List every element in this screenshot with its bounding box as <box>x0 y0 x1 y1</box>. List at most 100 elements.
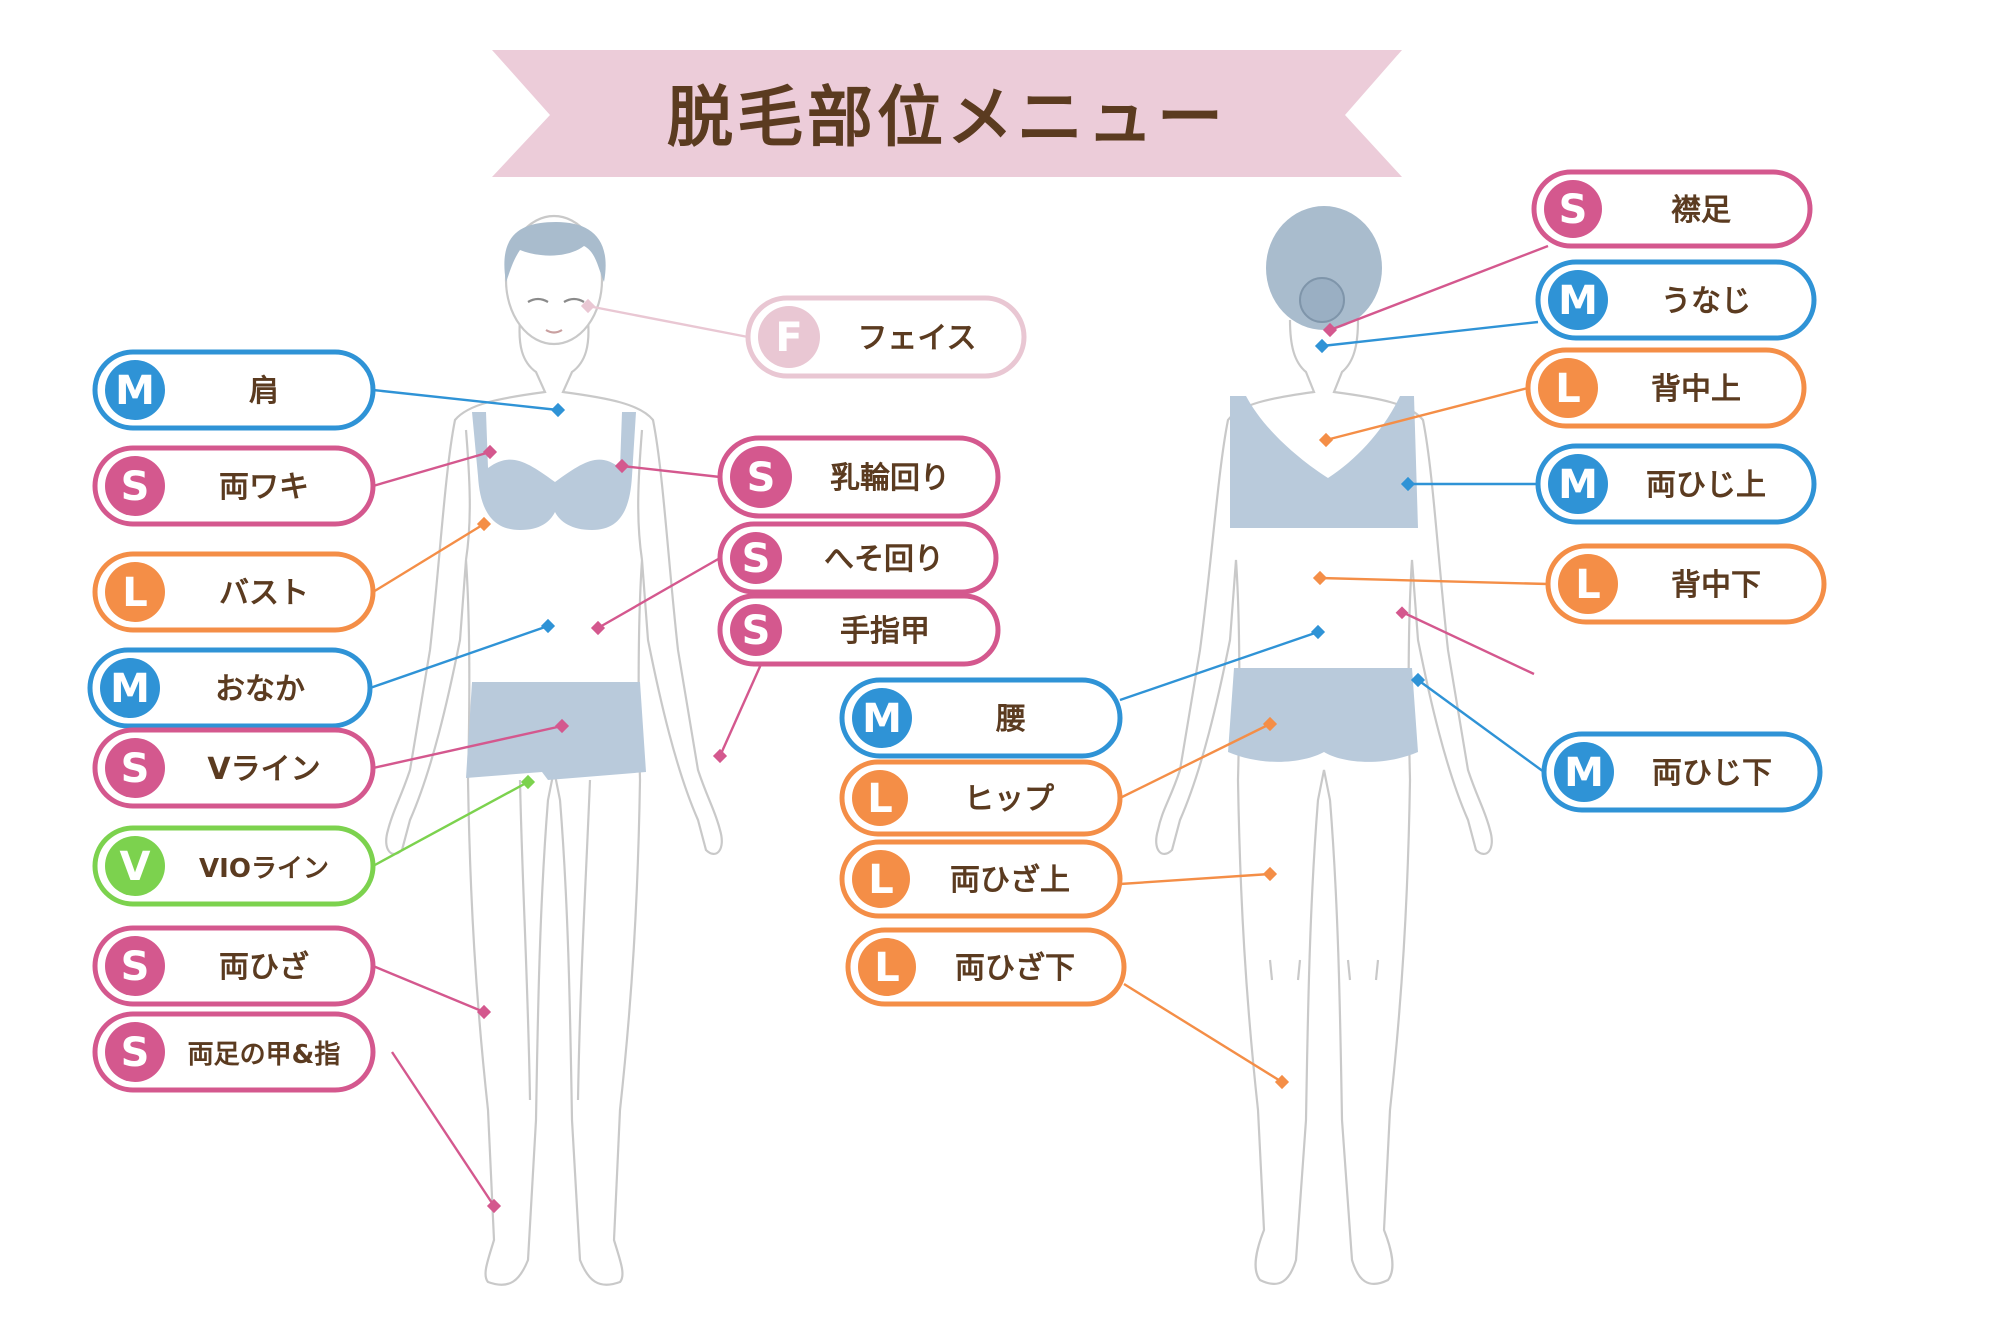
connector-dot <box>550 402 566 418</box>
size-badge-letter: S <box>1559 187 1588 233</box>
body-part-label: うなじ <box>1661 284 1751 319</box>
body-part-label: 両足の甲&指 <box>188 1040 341 1070</box>
connector-dot <box>1318 432 1334 448</box>
size-badge-circle <box>730 446 792 508</box>
pill-frame <box>92 349 376 431</box>
size-badge-circle <box>858 938 916 996</box>
connector-line <box>372 388 559 412</box>
size-badge-letter: M <box>115 368 155 414</box>
pill-frame <box>87 647 373 729</box>
size-badge-circle <box>730 532 782 584</box>
connector-line <box>1329 244 1549 332</box>
size-badge-circle <box>105 562 165 622</box>
page-title: 脱毛部位メニュー <box>667 79 1227 156</box>
size-badge-circle <box>105 1022 165 1082</box>
size-badge-circle <box>852 688 912 748</box>
connector-line <box>369 624 549 690</box>
size-badge-circle <box>1544 180 1602 238</box>
connector-dot <box>1262 716 1278 732</box>
connector-line <box>587 304 749 339</box>
body-part-pill-back-items-4[interactable]: L 背中下 <box>1545 543 1827 625</box>
back-body-outline <box>1155 319 1493 1286</box>
front-shorts <box>466 682 646 780</box>
size-badge-letter: S <box>121 746 150 792</box>
size-badge-circle <box>1554 742 1614 802</box>
pill-frame <box>1535 443 1817 525</box>
size-badge-circle <box>852 770 908 826</box>
size-badge-circle <box>105 456 165 516</box>
body-part-label: バスト <box>219 576 309 611</box>
body-part-label: 背中下 <box>1671 568 1761 603</box>
size-badge-circle <box>1548 270 1608 330</box>
body-part-label: 腰 <box>996 702 1026 737</box>
size-badge-circle <box>105 360 165 420</box>
connector-line <box>1123 982 1283 1084</box>
size-badge-circle <box>852 850 910 908</box>
size-badge-letter: F <box>775 315 802 361</box>
body-part-pill-front-items-4[interactable]: S Vライン <box>92 727 376 809</box>
connector-line <box>718 661 764 757</box>
size-badge-circle <box>1548 454 1608 514</box>
banner-ribbon <box>492 50 1402 177</box>
connector-line <box>1401 610 1535 676</box>
connector-dot <box>1314 338 1330 354</box>
size-badge-letter: S <box>121 464 150 510</box>
pill-frame <box>1535 259 1817 341</box>
size-badge-letter: L <box>1575 562 1601 608</box>
connector-dot <box>476 516 492 532</box>
connector-dot <box>580 298 596 314</box>
pill-frame <box>1541 731 1823 813</box>
body-part-pill-back-mid-items-2[interactable]: L 両ひざ上 <box>839 839 1123 919</box>
size-badge-letter: S <box>742 608 771 654</box>
pill-frame <box>839 839 1123 919</box>
connector-dot <box>1322 322 1338 338</box>
size-badge-circle <box>100 658 160 718</box>
connector-line <box>1119 872 1271 886</box>
title-banner: 脱毛部位メニュー <box>492 50 1402 177</box>
size-badge-letter: M <box>1564 750 1604 796</box>
size-badge-letter: M <box>110 666 150 712</box>
connector-dot <box>540 618 556 634</box>
size-badge-circle <box>730 604 782 656</box>
pill-frame <box>92 1011 376 1093</box>
body-part-label: 両ひざ下 <box>955 951 1075 986</box>
front-arm-line-right <box>637 429 644 561</box>
back-hair-bun <box>1299 277 1345 323</box>
size-badge-letter: L <box>874 945 900 991</box>
connector-line <box>372 724 563 770</box>
size-badge-letter: M <box>862 696 902 742</box>
body-part-pill-front-items-1[interactable]: S 両ワキ <box>92 445 376 527</box>
size-badge-circle <box>758 306 820 368</box>
connector-dot <box>554 718 570 734</box>
pill-frame <box>717 435 1001 519</box>
connector-dot <box>476 1004 492 1020</box>
body-part-pill-back-mid-items-3[interactable]: L 両ひざ下 <box>845 927 1127 1007</box>
size-badge-letter: L <box>868 857 894 903</box>
body-part-label: 両ワキ <box>219 470 309 505</box>
connector-dot <box>520 774 536 790</box>
size-badge-letter: S <box>121 944 150 990</box>
connector-line <box>372 964 485 1014</box>
body-part-label: Vライン <box>207 752 320 787</box>
body-part-label: へそ回り <box>824 542 944 577</box>
body-part-label: 両ひざ上 <box>950 863 1070 898</box>
size-badge-circle <box>1558 554 1618 614</box>
pill-frame <box>839 677 1123 759</box>
